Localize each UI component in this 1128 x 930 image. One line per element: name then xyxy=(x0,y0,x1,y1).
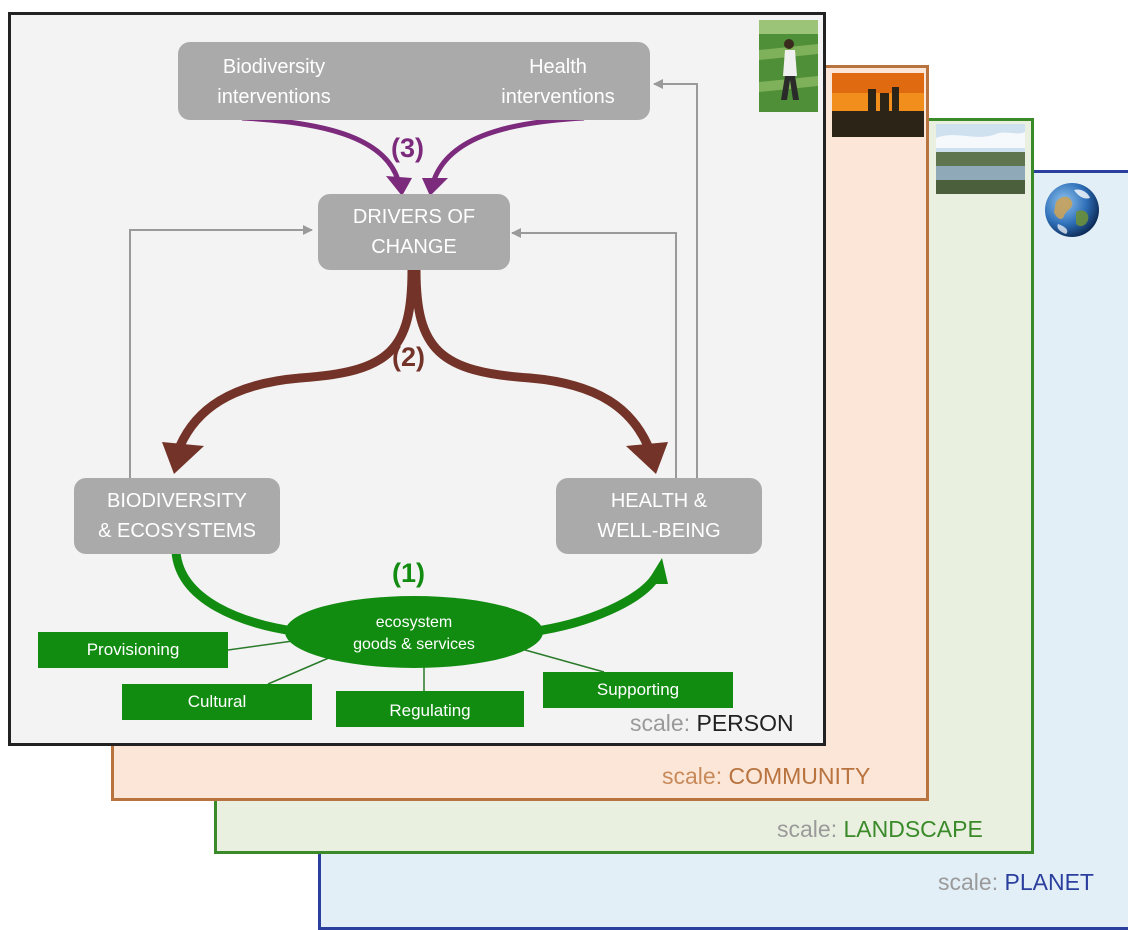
purple-arrow-health-interventions xyxy=(431,115,585,181)
purple-arrow-biodiversity-interventions xyxy=(241,115,401,181)
scale-label-planet: scale: PLANET xyxy=(938,869,1094,895)
feedback-arrow-health-to-drivers xyxy=(511,228,677,478)
scale-name-person: PERSON xyxy=(696,710,794,736)
health-wellbeing-box: HEALTH & WELL-BEING xyxy=(556,478,762,554)
brown-arrowhead-right xyxy=(626,442,668,474)
service-supporting: Supporting xyxy=(543,672,733,708)
pathway-1-label: (1) xyxy=(392,558,425,588)
pathway-3-label: (3) xyxy=(391,133,424,163)
feedback-arrow-biodiversity-to-drivers xyxy=(129,225,313,478)
health-interventions-label: Health interventions xyxy=(501,56,615,108)
diagram-connectors xyxy=(129,79,698,691)
connector-provisioning xyxy=(227,639,301,651)
connector-supporting xyxy=(517,647,605,673)
scale-name-landscape: LANDSCAPE xyxy=(843,816,983,842)
service-provisioning: Provisioning xyxy=(38,632,228,668)
connector-cultural xyxy=(267,653,339,685)
brown-arrow-drivers-to-biodiversity xyxy=(175,269,417,448)
scale-name-community: COMMUNITY xyxy=(728,763,871,789)
purple-arrowhead-right xyxy=(422,178,448,196)
pathway-2-label: (2) xyxy=(392,342,425,372)
scale-label-person: scale: PERSON xyxy=(630,710,794,736)
interventions-box: Biodiversity interventions Health interv… xyxy=(178,42,650,120)
service-regulating: Regulating xyxy=(336,691,524,727)
ecosystem-goods-label: ecosystem goods & services xyxy=(353,614,475,653)
biodiversity-interventions-label: Biodiversity interventions xyxy=(217,56,331,108)
brown-arrowhead-left xyxy=(162,442,204,474)
scale-label-landscape: scale: LANDSCAPE xyxy=(777,816,983,842)
feedback-arrow-health-to-interventions xyxy=(653,79,698,478)
ecosystem-goods-ellipse xyxy=(285,596,543,668)
landscape-photo xyxy=(936,124,1025,194)
scale-label-community: scale: COMMUNITY xyxy=(662,763,871,789)
service-cultural: Cultural xyxy=(122,684,312,720)
drivers-of-change-box: DRIVERS OF CHANGE xyxy=(318,194,510,270)
purple-arrowhead-left xyxy=(386,176,412,196)
globe-icon xyxy=(1044,182,1100,238)
scale-name-planet: PLANET xyxy=(1004,869,1094,895)
community-photo xyxy=(832,73,924,137)
person-photo xyxy=(759,20,818,112)
green-arrowhead xyxy=(646,558,668,584)
brown-arrow-drivers-to-health xyxy=(411,269,653,448)
biodiversity-ecosystems-box: BIODIVERSITY & ECOSYSTEMS xyxy=(74,478,280,554)
